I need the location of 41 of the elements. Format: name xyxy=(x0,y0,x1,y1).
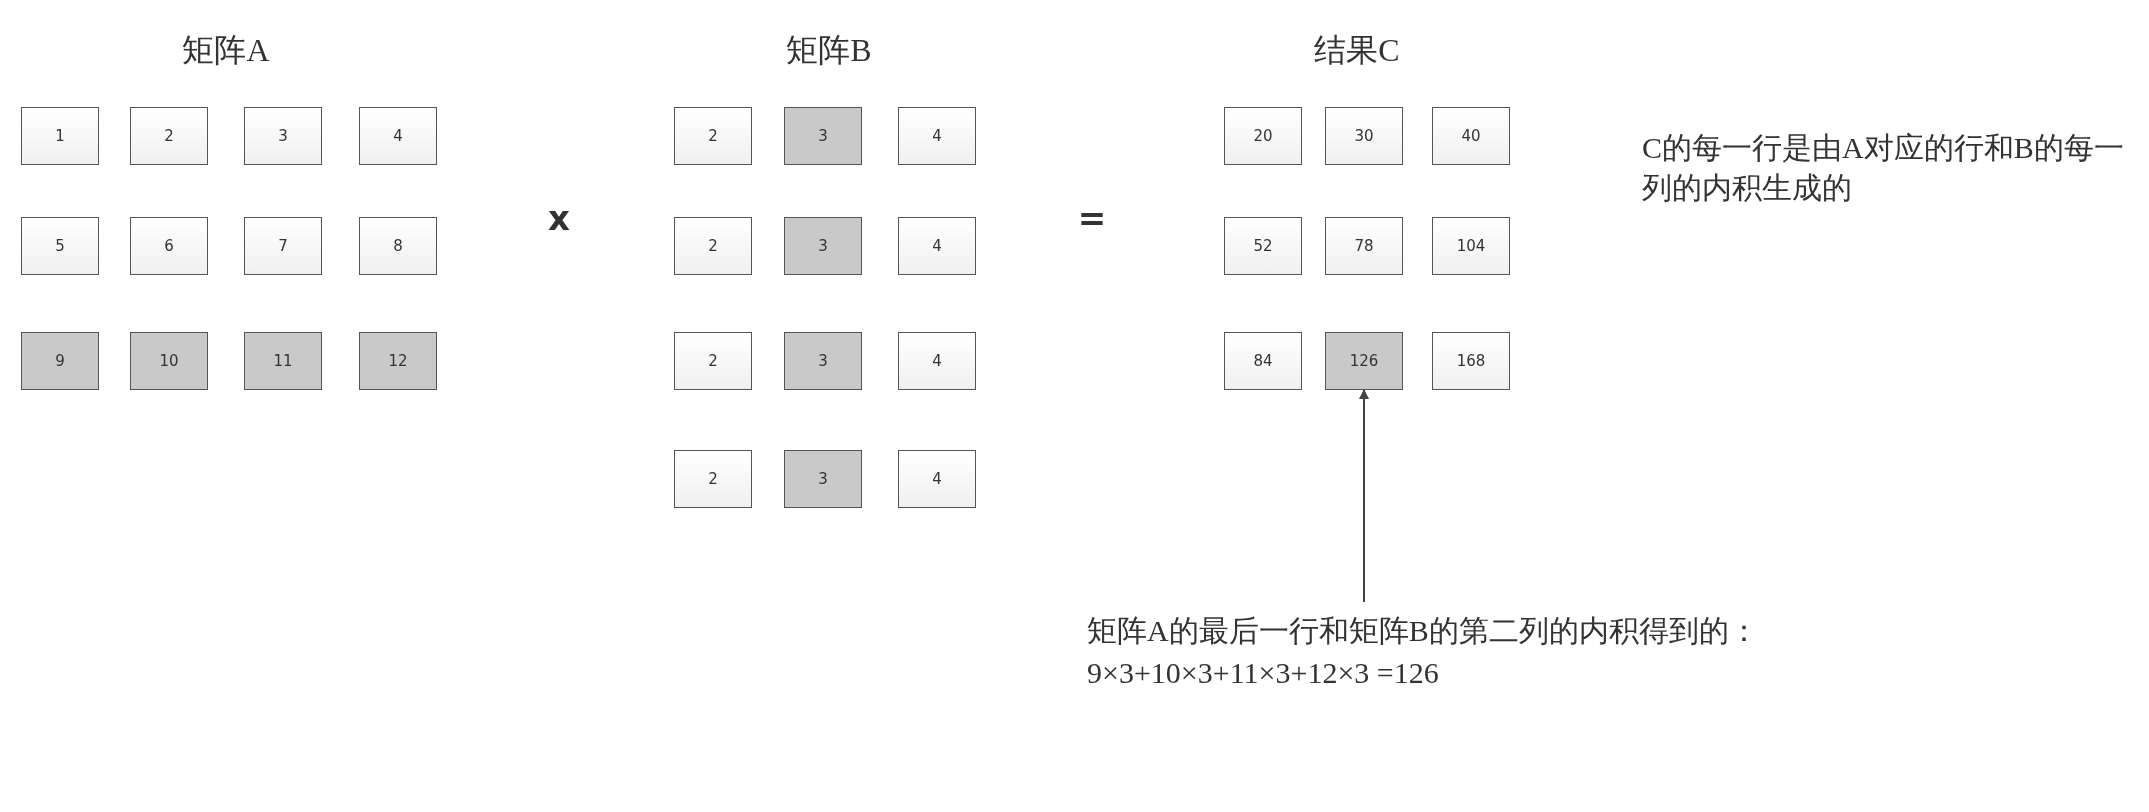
annotation-text: 矩阵A的最后一行和矩阵B的第二列的内积得到的： 9×3+10×3+11×3+12×3 =126 xyxy=(1087,610,1767,694)
matrix-cell: 2 xyxy=(674,217,752,275)
matrix-cell: 4 xyxy=(359,107,437,165)
matrix-cell: 10 xyxy=(130,332,208,390)
note-text: C的每一行是由A对应的行和B的每一列的内积生成的 xyxy=(1642,130,2125,206)
matrix-cell: 52 xyxy=(1224,217,1302,275)
matrix-title: 结果C xyxy=(1313,31,1401,70)
matrix-cell: 7 xyxy=(244,217,322,275)
leader-line xyxy=(1359,389,1369,603)
matrix-cell: 2 xyxy=(130,107,208,165)
matrix-cell: 3 xyxy=(784,107,862,165)
matrix-cell: 12 xyxy=(359,332,437,390)
matrix-cell: 78 xyxy=(1325,217,1403,275)
matrix-cell: 4 xyxy=(898,332,976,390)
matrix-cell: 168 xyxy=(1432,332,1510,390)
matrix-cell: 30 xyxy=(1325,107,1403,165)
matrix-cell: 3 xyxy=(784,332,862,390)
matrix-cell: 3 xyxy=(244,107,322,165)
matrix-cell: 3 xyxy=(784,450,862,508)
matrix-cell: 104 xyxy=(1432,217,1510,275)
equals-sign: = xyxy=(1076,198,1108,238)
matrix-cell: 4 xyxy=(898,450,976,508)
multiply-sign: x xyxy=(547,198,571,238)
matrix-cell: 2 xyxy=(674,450,752,508)
matrix-cell: 2 xyxy=(674,107,752,165)
matrix-title: 矩阵A xyxy=(181,31,271,70)
matrix-title: 矩阵B xyxy=(785,31,873,70)
matrix-cell: 3 xyxy=(784,217,862,275)
matrix-cell: 4 xyxy=(898,107,976,165)
matrix-cell: 6 xyxy=(130,217,208,275)
matrix-cell: 5 xyxy=(21,217,99,275)
matrix-cell: 84 xyxy=(1224,332,1302,390)
matrix-cell: 20 xyxy=(1224,107,1302,165)
matrix-cell: 126 xyxy=(1325,332,1403,390)
matrix-cell: 4 xyxy=(898,217,976,275)
matrix-cell: 9 xyxy=(21,332,99,390)
matrix-cell: 2 xyxy=(674,332,752,390)
matrix-cell: 11 xyxy=(244,332,322,390)
matrix-cell: 1 xyxy=(21,107,99,165)
matrix-cell: 8 xyxy=(359,217,437,275)
matrix-cell: 40 xyxy=(1432,107,1510,165)
